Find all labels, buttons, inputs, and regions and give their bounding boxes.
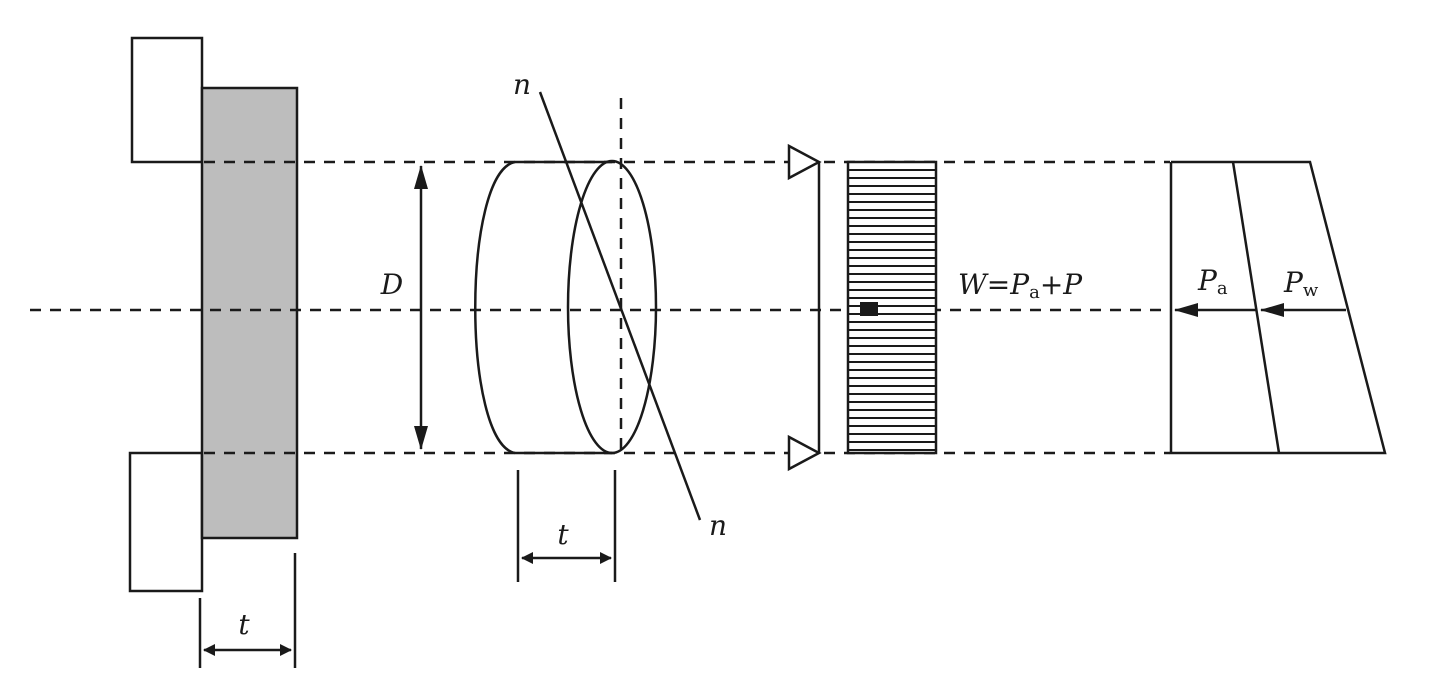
load-formula: W=Pa+P	[958, 268, 1083, 303]
load-hatching	[848, 169, 936, 451]
cylinder-element	[474, 159, 658, 455]
cylinder-back-face	[474, 160, 516, 455]
specimen-slab	[200, 86, 299, 540]
lower-support-triangle	[787, 434, 822, 472]
reference-lines	[30, 98, 1170, 455]
pressure-divider	[1231, 161, 1281, 454]
thickness-label-mid: t	[557, 518, 569, 551]
lower-clamp-block	[128, 451, 204, 593]
upper-support-triangle	[787, 143, 822, 181]
cylinder-front-face	[566, 159, 658, 455]
pa-label: Pa	[1197, 264, 1228, 299]
clamp-assembly	[128, 36, 299, 593]
plane-label-bottom: n	[709, 509, 727, 542]
plane-n-n-line	[538, 91, 702, 521]
thickness-label-left: t	[238, 608, 250, 641]
thickness-dimension-left	[198, 553, 297, 668]
support-strip	[787, 143, 938, 472]
load-resultant-point	[860, 302, 878, 316]
thickness-dimension-mid	[516, 470, 617, 582]
pressure-outline	[1169, 160, 1387, 455]
upper-clamp-block	[130, 36, 204, 164]
diameter-label: D	[380, 268, 403, 301]
pw-label: Pw	[1283, 266, 1319, 301]
plane-label-top: n	[513, 68, 531, 101]
pressure-distribution	[1169, 160, 1387, 455]
